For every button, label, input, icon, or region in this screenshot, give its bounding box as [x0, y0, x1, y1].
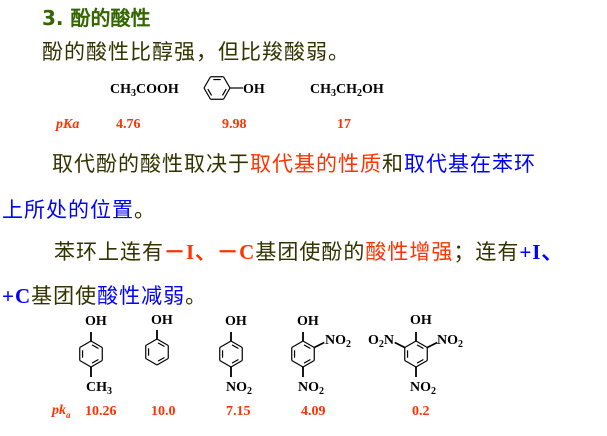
- benzene-ring-bond: [302, 359, 315, 368]
- benzene-ring-bond: [415, 340, 428, 349]
- no2-bond: [394, 341, 406, 349]
- pka-value: 4.76: [116, 117, 141, 132]
- double-bond: [231, 358, 239, 364]
- oh-label: OH: [85, 314, 107, 329]
- benzene-ring-bond: [203, 87, 212, 100]
- double-bond: [303, 358, 311, 364]
- benzene-ring-bond: [156, 338, 169, 347]
- benzene-ring-bond: [222, 76, 231, 89]
- no2-bond: [426, 341, 438, 349]
- benzene-ring-bond: [415, 359, 428, 368]
- double-bond: [416, 344, 424, 350]
- double-bond: [303, 344, 311, 350]
- paragraph-2-line-1: 苯环上连有－I、－C基团使酚的酸性增强；连有+I、: [54, 240, 564, 264]
- benzene-ring-bond: [291, 340, 304, 349]
- paragraph-2-line-2: +C基团使酸性减弱。: [2, 284, 208, 308]
- double-bond: [157, 342, 165, 348]
- phenol-oh-label: OH: [243, 82, 265, 97]
- double-bond: [416, 358, 424, 364]
- paragraph-1-line-1: 取代酚的酸性取决于取代基的性质和取代基在苯环: [52, 152, 536, 176]
- benzene-ring-bond: [90, 340, 103, 349]
- pka-value: 10.26: [85, 404, 117, 419]
- oh-label: OH: [151, 313, 173, 328]
- pka-value: 4.09: [301, 404, 326, 419]
- o2n-label: O2N: [368, 333, 395, 350]
- benzene-ring-bond: [156, 357, 169, 366]
- oh-label: OH: [410, 313, 432, 328]
- benzene-ring-bond: [230, 340, 243, 349]
- benzene-ring-bond: [145, 338, 158, 347]
- no2-label: NO2: [226, 380, 252, 397]
- benzene-ring-bond: [79, 340, 92, 349]
- benzene-ring-bond: [90, 359, 103, 368]
- pka-label: pka: [52, 403, 71, 420]
- double-bond: [231, 344, 239, 350]
- benzene-ring-bond: [203, 76, 212, 89]
- benzene-ring-bond: [291, 359, 304, 368]
- double-bond: [157, 356, 165, 362]
- pka-value: 10.0: [151, 404, 176, 419]
- no2-label: NO2: [298, 380, 324, 397]
- no2-label: NO2: [437, 333, 463, 350]
- oh-label: OH: [297, 314, 319, 329]
- double-bond: [221, 88, 227, 96]
- benzene-ring-bond: [404, 340, 417, 349]
- benzene-ring-bond: [219, 359, 232, 368]
- benzene-ring-bond: [219, 340, 232, 349]
- benzene-ring-bond: [222, 87, 231, 100]
- double-bond: [91, 344, 99, 350]
- ethanol-formula: CH3CH2OH: [310, 82, 384, 99]
- double-bond: [91, 358, 99, 364]
- section-title: 3. 酚的酸性: [42, 6, 151, 30]
- pka-value: 0.2: [412, 404, 430, 419]
- benzene-ring-bond: [230, 359, 243, 368]
- benzene-ring-bond: [79, 359, 92, 368]
- paragraph-1-line-2: 上所处的位置。: [2, 198, 156, 222]
- no2-label: NO2: [325, 333, 351, 350]
- pka-value: 17: [337, 117, 351, 132]
- acetic-acid-formula: CH3COOH: [110, 82, 179, 99]
- benzene-ring-bond: [302, 340, 315, 349]
- ch3-label: CH3: [86, 380, 112, 397]
- no2-bond: [313, 341, 325, 349]
- no2-label: NO2: [410, 380, 436, 397]
- pka-label: pKa: [56, 117, 80, 132]
- benzene-ring-bond: [145, 357, 158, 366]
- oh-label: OH: [225, 314, 247, 329]
- double-bond: [207, 88, 213, 96]
- pka-value: 7.15: [226, 404, 251, 419]
- benzene-ring-bond: [404, 359, 417, 368]
- intro-text: 酚的酸性比醇强，但比羧酸弱。: [42, 40, 350, 64]
- pka-value: 9.98: [222, 117, 247, 132]
